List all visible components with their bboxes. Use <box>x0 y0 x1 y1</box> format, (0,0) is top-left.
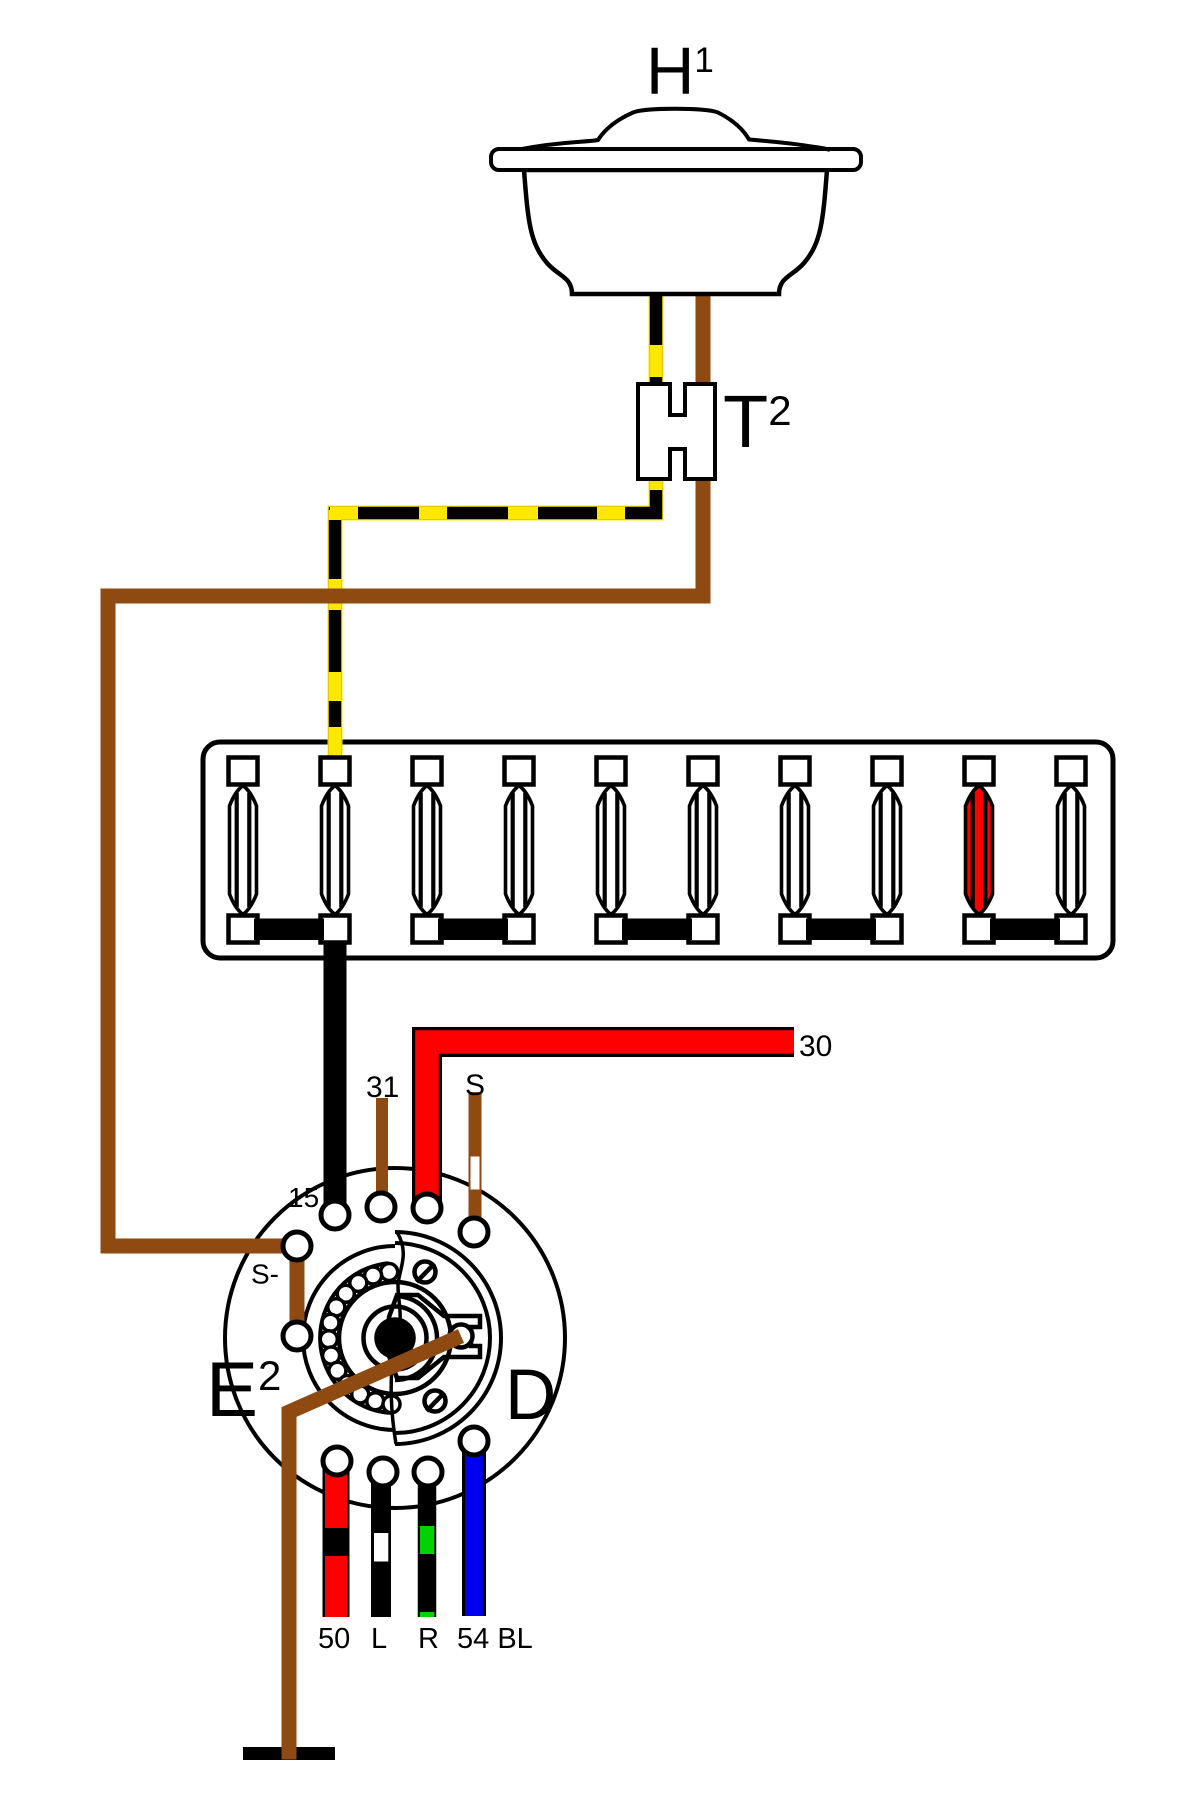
svg-text:S: S <box>465 1069 485 1102</box>
svg-text:T2: T2 <box>723 380 792 463</box>
svg-text:54 BL: 54 BL <box>457 1623 533 1655</box>
svg-text:D: D <box>505 1356 556 1435</box>
svg-text:50: 50 <box>318 1623 350 1655</box>
svg-text:30: 30 <box>799 1030 832 1063</box>
svg-text:S-: S- <box>251 1259 279 1290</box>
svg-text:H1: H1 <box>646 34 714 109</box>
svg-text:L: L <box>371 1623 387 1655</box>
svg-text:31: 31 <box>366 1071 399 1104</box>
svg-text:R: R <box>418 1623 439 1655</box>
svg-text:15: 15 <box>288 1182 319 1213</box>
